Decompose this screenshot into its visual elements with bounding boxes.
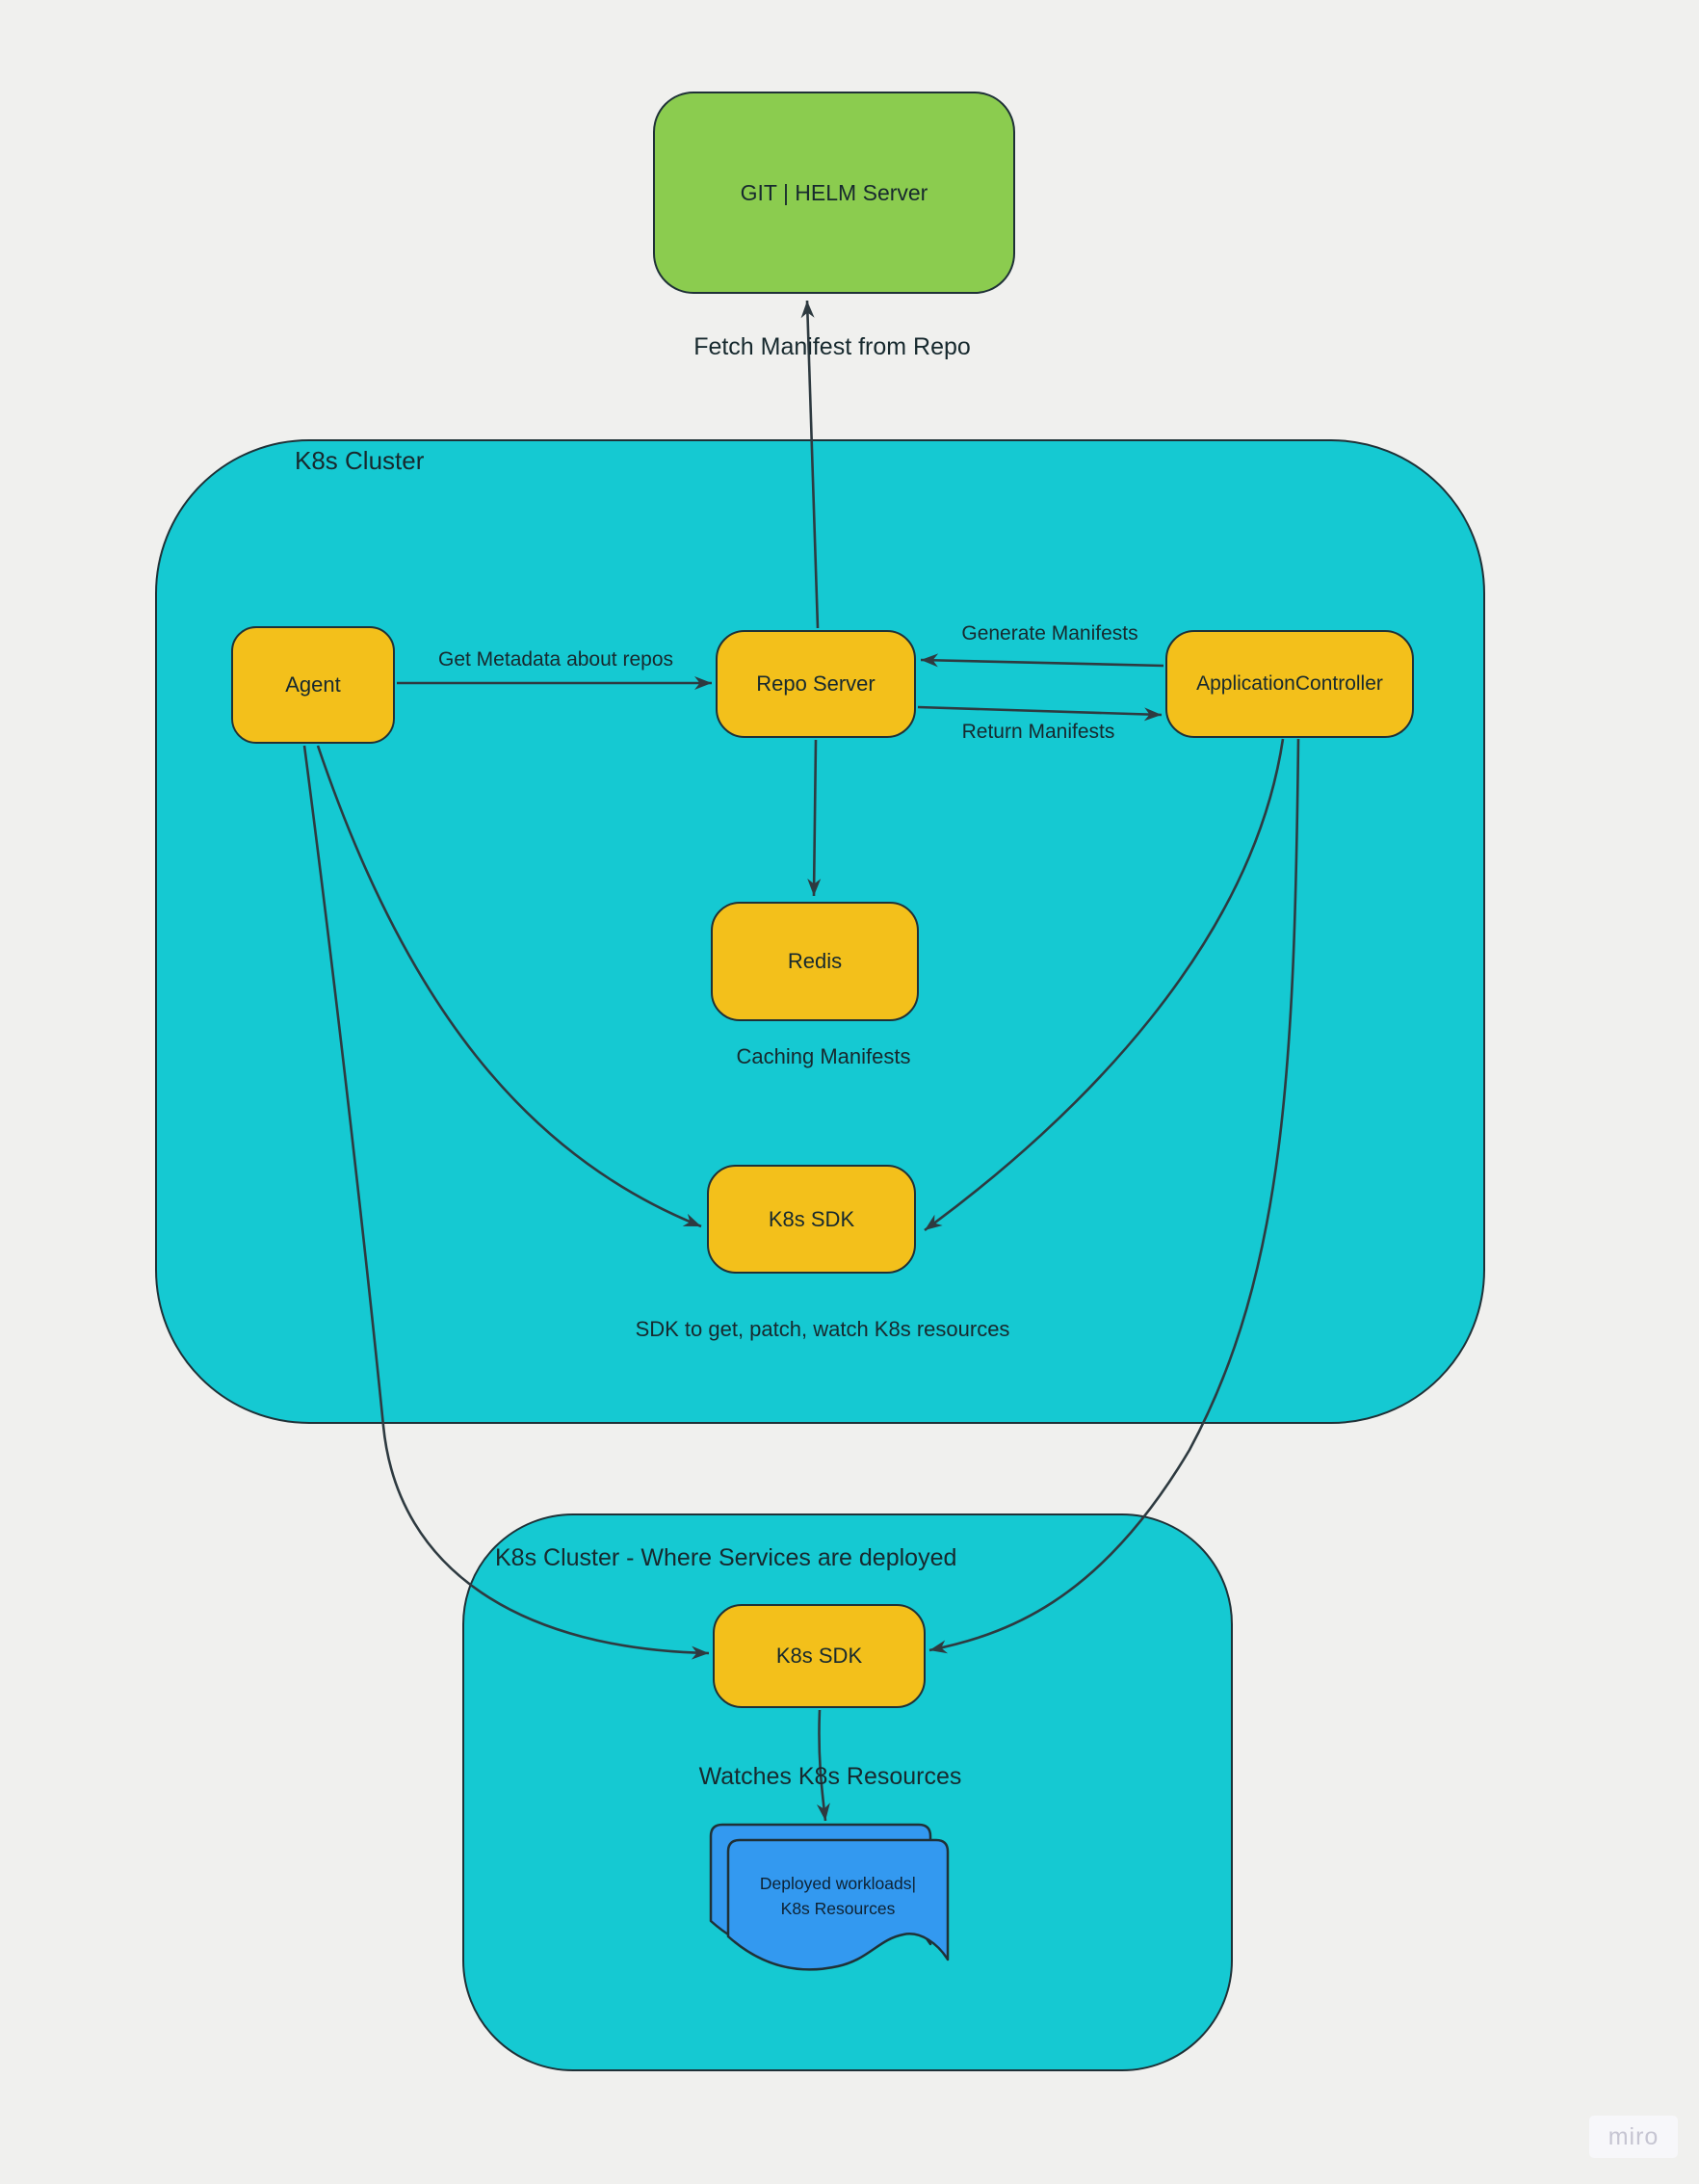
miro-watermark-label: miro: [1608, 2122, 1660, 2150]
node-git-helm-server-label: GIT | HELM Server: [740, 179, 928, 205]
node-agent[interactable]: Agent: [231, 626, 395, 744]
deployed-workloads-line2: K8s Resources: [780, 1899, 896, 1918]
node-repo-server[interactable]: Repo Server: [716, 630, 916, 738]
document-shape-front: [726, 1838, 950, 1971]
connector-sdk-services-to-workloads[interactable]: [816, 1709, 830, 1822]
connector-repo-to-git[interactable]: [800, 300, 820, 629]
edge-label-sdk-purpose[interactable]: SDK to get, patch, watch K8s resources: [635, 1317, 1010, 1341]
connector-agent-to-sdk-main[interactable]: [316, 745, 702, 1228]
node-redis[interactable]: Redis: [711, 902, 919, 1021]
edge-label-fetch-manifest[interactable]: Fetch Manifest from Repo: [693, 333, 971, 360]
node-k8s-sdk-main-label: K8s SDK: [768, 1206, 855, 1231]
connector-agent-to-sdk-services[interactable]: [302, 745, 710, 1660]
node-deployed-workloads[interactable]: [701, 1819, 967, 1990]
node-redis-label: Redis: [787, 949, 843, 973]
connector-appcontroller-to-sdk-main[interactable]: [924, 738, 1285, 1232]
node-repo-server-label: Repo Server: [756, 671, 876, 696]
edge-label-return-manifests[interactable]: Return Manifests: [961, 721, 1115, 743]
connector-repo-to-redis[interactable]: [807, 739, 822, 897]
deployed-workloads-line1: Deployed workloads|: [759, 1874, 917, 1893]
connector-repo-to-appcontroller[interactable]: [917, 705, 1163, 722]
node-application-controller[interactable]: ApplicationController: [1165, 630, 1414, 738]
cluster-k8s-services-label: K8s Cluster - Where Services are deploye…: [495, 1544, 957, 1571]
node-k8s-sdk-services[interactable]: K8s SDK: [713, 1604, 926, 1708]
edge-label-get-metadata[interactable]: Get Metadata about repos: [438, 648, 673, 671]
node-k8s-sdk-main[interactable]: K8s SDK: [707, 1165, 916, 1274]
cluster-k8s-main-label: K8s Cluster: [295, 446, 425, 475]
connector-appcontroller-to-repo[interactable]: [920, 653, 1164, 668]
node-agent-label: Agent: [285, 672, 341, 697]
edge-label-watches-resources[interactable]: Watches K8s Resources: [698, 1763, 962, 1790]
edge-label-caching-manifests[interactable]: Caching Manifests: [736, 1044, 911, 1068]
edge-label-generate-manifests[interactable]: Generate Manifests: [961, 622, 1138, 645]
node-k8s-sdk-services-label: K8s SDK: [775, 1644, 863, 1668]
node-git-helm-server[interactable]: GIT | HELM Server: [653, 92, 1015, 294]
node-application-controller-label: ApplicationController: [1196, 672, 1383, 695]
connector-appcontroller-to-sdk-services[interactable]: [928, 738, 1300, 1654]
miro-watermark[interactable]: miro: [1589, 2116, 1678, 2158]
document-shape: [709, 1823, 950, 1971]
node-deployed-workloads-label: Deployed workloads| K8s Resources: [730, 1871, 946, 1921]
